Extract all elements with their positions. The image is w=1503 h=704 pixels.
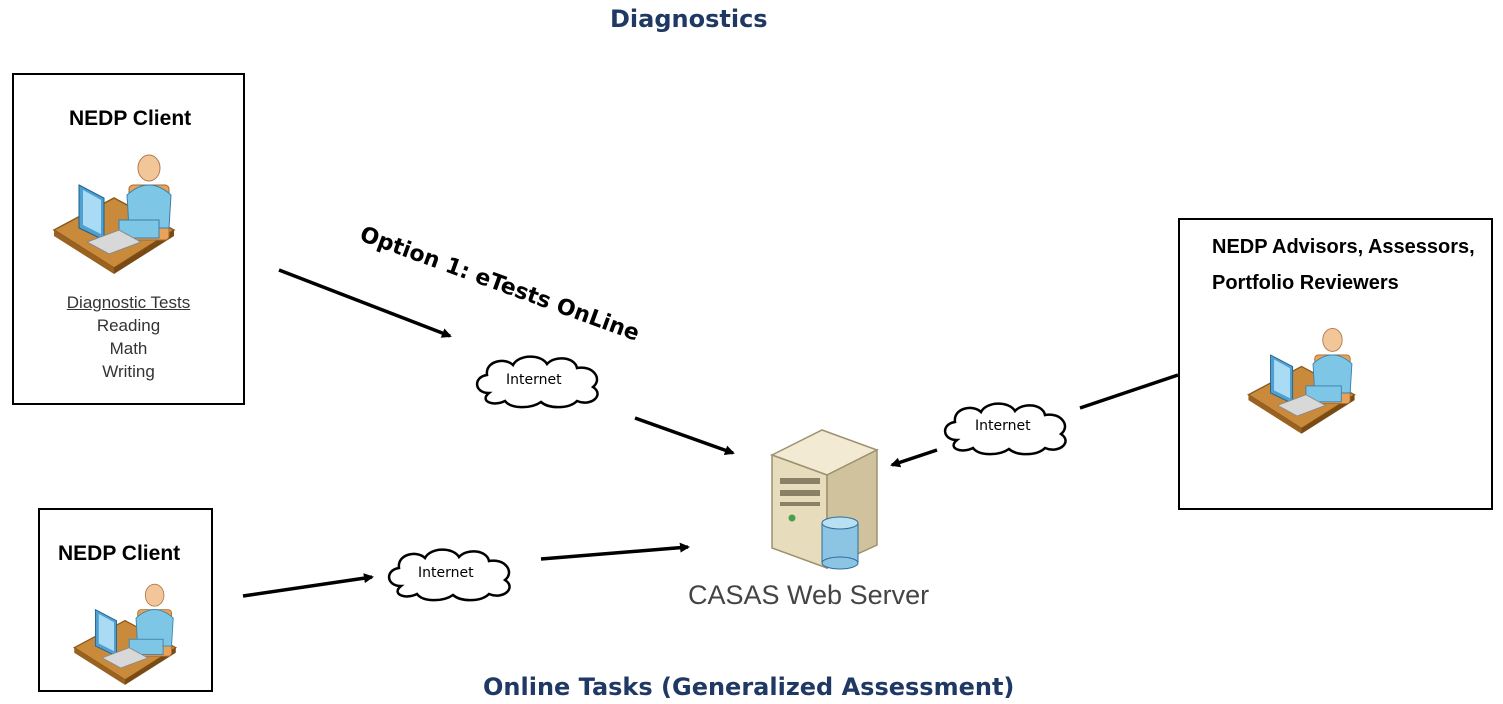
arrow-internet-to-server-right: [890, 448, 938, 468]
internet-cloud-top: [475, 355, 599, 409]
internet-cloud-right: [943, 402, 1067, 456]
user-at-computer-icon: [72, 583, 178, 685]
diagnostics-heading: Diagnostics: [610, 5, 768, 33]
line-advisors-to-internet: [1079, 373, 1179, 410]
advisors-title-line1: NEDP Advisors, Assessors,: [1212, 236, 1475, 258]
client-box-top: NEDP Client Diagnostic Tests Reading Mat…: [12, 73, 245, 405]
user-at-computer-icon: [52, 154, 176, 274]
advisors-box: NEDP Advisors, Assessors, Portfolio Revi…: [1178, 218, 1493, 510]
internet-cloud-bottom: [387, 548, 511, 602]
server-tower-icon: [770, 429, 879, 570]
client-title: NEDP Client: [69, 107, 192, 130]
advisors-title-line2: Portfolio Reviewers: [1212, 272, 1399, 294]
arrow-internet-to-server-bottom: [540, 542, 690, 561]
arrow-client-to-internet: [278, 268, 452, 338]
test-writing: Writing: [102, 362, 155, 381]
internet-label-right: Internet: [975, 418, 1031, 434]
arrow-bottom-client-to-internet: [242, 573, 374, 598]
server-label: CASAS Web Server: [688, 580, 930, 610]
test-reading: Reading: [96, 316, 161, 335]
user-at-computer-icon: [1247, 327, 1356, 434]
diagnostic-tests-heading: Diagnostic Tests: [66, 293, 191, 312]
online-tasks-heading: Online Tasks (Generalized Assessment): [483, 673, 1015, 701]
arrow-internet-to-server: [634, 416, 735, 456]
internet-label-bottom: Internet: [418, 565, 474, 581]
internet-label-top: Internet: [506, 372, 562, 388]
test-math: Math: [109, 339, 148, 358]
diagnostic-tests-list: Diagnostic Tests Reading Math Writing: [14, 291, 243, 383]
client-title: NEDP Client: [58, 542, 181, 565]
client-box-bottom: NEDP Client: [38, 508, 213, 692]
